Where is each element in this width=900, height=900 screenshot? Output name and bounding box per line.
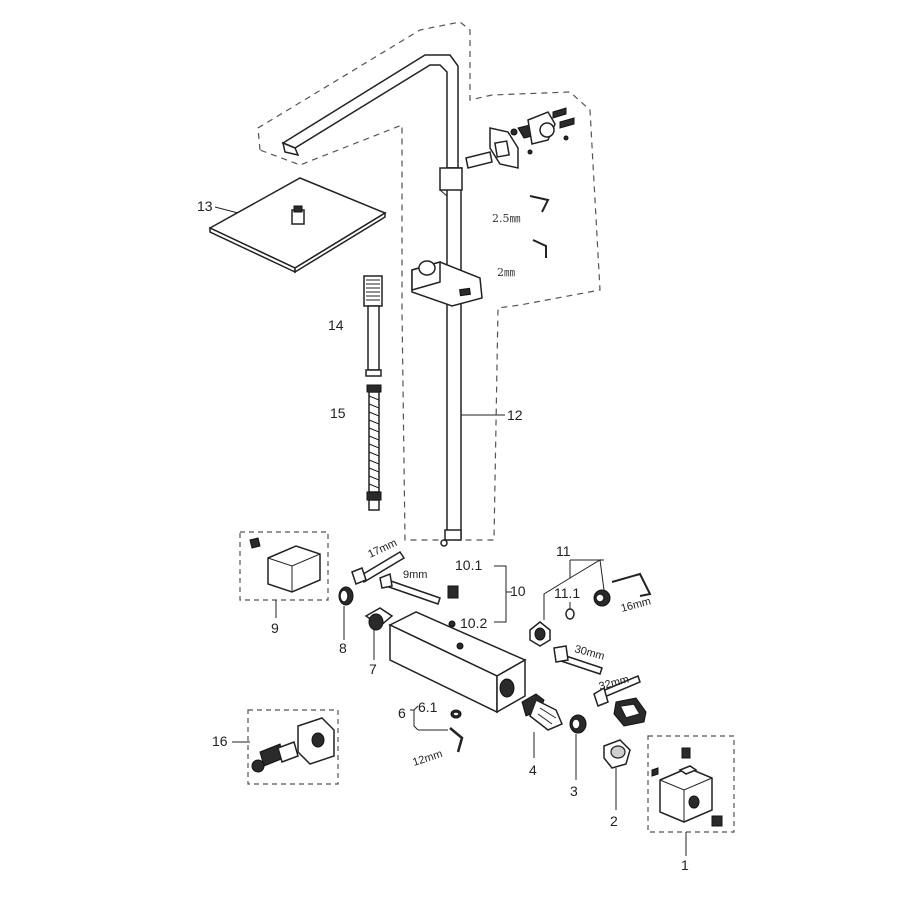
wrench-32mm: 32mm <box>593 673 641 707</box>
label-12-group: 12 <box>461 407 523 423</box>
part-1-box: 1 <box>647 735 735 873</box>
overhead-shower-head <box>208 177 387 274</box>
label-1: 1 <box>681 857 689 873</box>
shower-hose <box>366 384 382 511</box>
label-7: 7 <box>369 661 377 677</box>
label-6: 6 <box>398 705 406 721</box>
label-9: 9 <box>271 620 279 636</box>
part-11-assembly: 11 11.1 16mm <box>529 543 653 647</box>
wrench-17mm: 17mm <box>351 537 406 585</box>
label-6-1: 6.1 <box>418 699 438 715</box>
riser-pipe <box>439 167 463 547</box>
part-16-box: 16 <box>212 709 339 785</box>
label-11: 11 <box>556 543 571 559</box>
label-2: 2 <box>610 813 618 829</box>
hex-key-16mm-label: 16mm <box>620 595 653 615</box>
part-7-cartridge: 7 <box>364 607 394 677</box>
part-2: 2 <box>603 739 631 829</box>
label-11-1: 11.1 <box>554 585 580 601</box>
label-10-2: 10.2 <box>460 615 487 631</box>
label-8: 8 <box>339 640 347 656</box>
wrench-9mm: 9mm <box>379 569 441 605</box>
part-4-cartridge: 4 <box>521 693 563 778</box>
label-16: 16 <box>212 733 228 749</box>
wrench-30mm: 30mm <box>553 643 606 675</box>
shower-arm <box>281 54 459 169</box>
label-10: 10 <box>510 583 526 599</box>
label-3: 3 <box>570 783 578 799</box>
label-12: 12 <box>507 407 523 423</box>
hex-key-2mm: 2㎜ <box>497 239 547 279</box>
hex-key-12mm-label: 12mm <box>411 748 444 769</box>
part-2-handle-cap <box>613 697 647 727</box>
hex-key-2-5mm-label: 2.5㎜ <box>492 212 521 225</box>
hex-key-2-5mm: 2.5㎜ <box>492 195 550 225</box>
hand-shower <box>363 275 383 377</box>
label-10-1: 10.1 <box>455 557 482 573</box>
part-6-group: 6 6.1 12mm <box>398 699 464 769</box>
wrench-9mm-label: 9mm <box>403 569 427 581</box>
part-3-ring: 3 <box>569 714 587 799</box>
riser-dashed-outline <box>257 21 601 541</box>
slider-holder <box>411 260 483 307</box>
label-15: 15 <box>330 405 346 421</box>
hex-key-2mm-label: 2㎜ <box>497 266 515 279</box>
label-14: 14 <box>328 317 344 333</box>
thermostat-body <box>388 611 527 714</box>
label-10-group: 10.1 10 10.2 <box>447 557 526 631</box>
part-9-box: 9 <box>239 531 329 636</box>
label-13: 13 <box>197 198 213 214</box>
part-8-ring: 8 <box>338 586 354 656</box>
label-4: 4 <box>529 762 537 778</box>
wall-bracket-assembly <box>465 107 575 169</box>
label-13-group: 13 <box>197 198 239 214</box>
